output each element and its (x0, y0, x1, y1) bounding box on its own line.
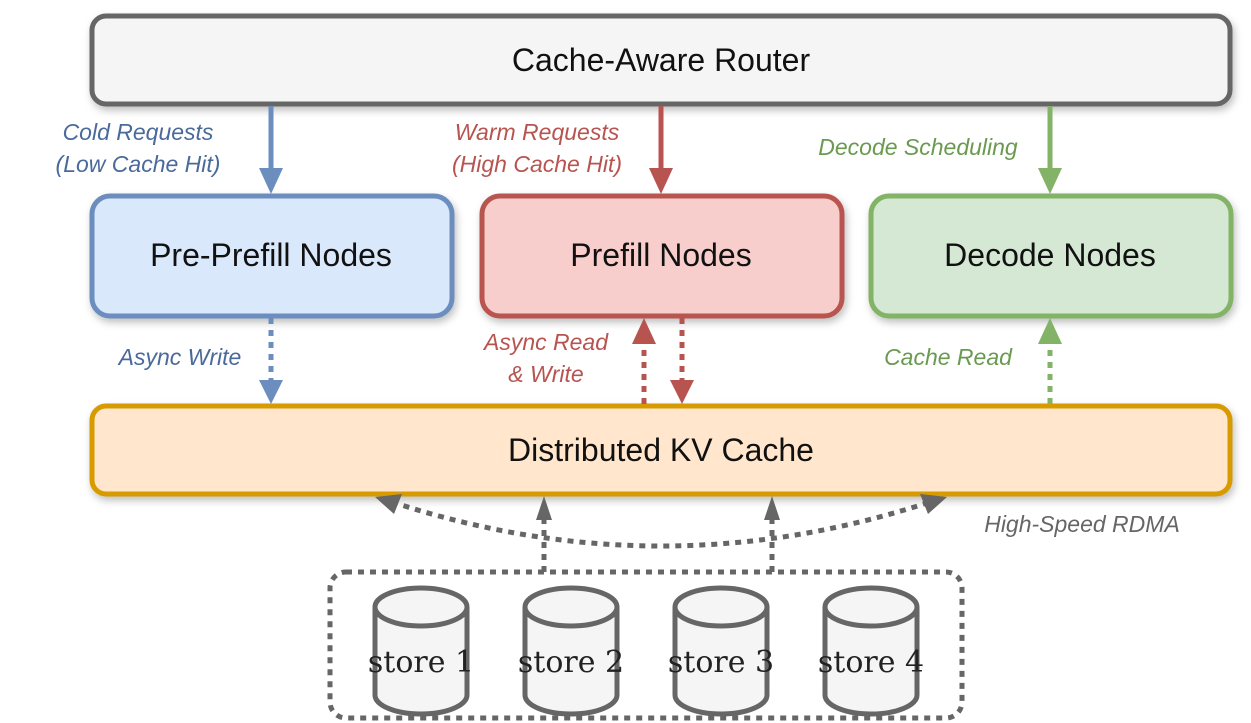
async-read-arrow (632, 318, 656, 404)
rdma-up-arrow-left (536, 496, 552, 572)
async-read-write-label: Async Read (482, 329, 609, 355)
prefill-label: Prefill Nodes (570, 237, 751, 273)
cache-read-label: Cache Read (884, 344, 1013, 370)
store-cylinder[interactable]: store 2 (518, 585, 624, 717)
store-label: store 4 (818, 645, 924, 680)
warm-requests-label: Warm Requests (455, 119, 620, 145)
decode-label: Decode Nodes (944, 237, 1156, 273)
cold-requests-arrow (259, 106, 283, 194)
store-cylinder-top (822, 585, 920, 629)
warm-requests-arrow (649, 106, 673, 194)
cache-read-arrow (1038, 318, 1062, 404)
async-write-arrow (259, 318, 283, 404)
warm-requests-sublabel: (High Cache Hit) (452, 151, 622, 177)
store-label: store 1 (368, 645, 474, 680)
distributed-kv-cache[interactable]: Distributed KV Cache (89, 403, 1233, 497)
decode-scheduling-arrow (1038, 106, 1062, 194)
async-write-label: Async Write (117, 344, 242, 370)
storage-group (327, 569, 965, 721)
async-read-write-sublabel: & Write (508, 361, 583, 387)
cache-aware-router[interactable]: Cache-Aware Router (89, 13, 1233, 107)
rdma-up-arrow-right (764, 496, 780, 572)
prefill-nodes[interactable]: Prefill Nodes (479, 193, 845, 319)
decode-scheduling-label: Decode Scheduling (818, 134, 1018, 160)
store-label: store 3 (668, 645, 774, 680)
store-cylinder-top (522, 585, 620, 629)
store-cylinder[interactable]: store 4 (818, 585, 924, 717)
pre-prefill-nodes[interactable]: Pre-Prefill Nodes (89, 193, 455, 319)
store-cylinder[interactable]: store 1 (368, 585, 474, 717)
pre-prefill-label: Pre-Prefill Nodes (150, 237, 392, 273)
cold-requests-sublabel: (Low Cache Hit) (56, 151, 221, 177)
router-label: Cache-Aware Router (512, 42, 811, 78)
decode-nodes[interactable]: Decode Nodes (868, 193, 1234, 319)
store-label: store 2 (518, 645, 624, 680)
async-write-back-arrow (670, 318, 694, 404)
store-cylinder-top (672, 585, 770, 629)
cache-label: Distributed KV Cache (508, 432, 814, 468)
store-cylinder-top (372, 585, 470, 629)
rdma-label: High-Speed RDMA (984, 511, 1180, 537)
cold-requests-label: Cold Requests (63, 119, 214, 145)
store-cylinder[interactable]: store 3 (668, 585, 774, 717)
rdma-curve-arrow (375, 494, 947, 549)
